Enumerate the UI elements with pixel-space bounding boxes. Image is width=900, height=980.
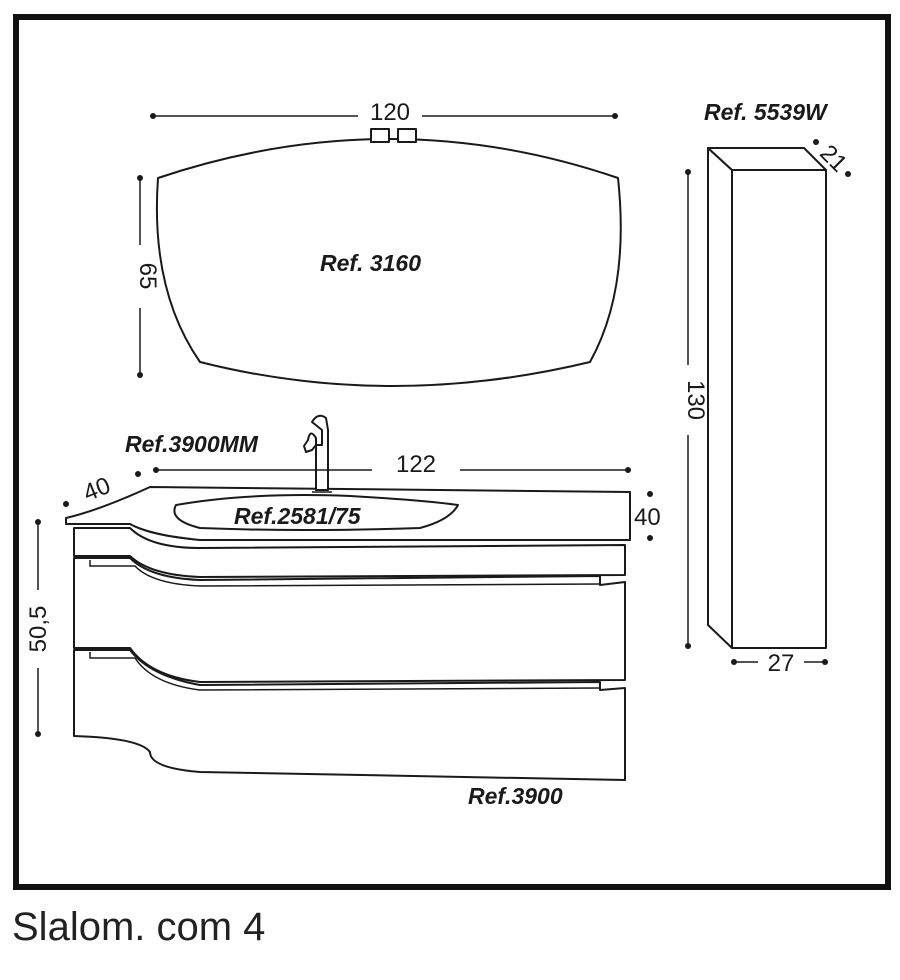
column-depth-end-top	[813, 139, 819, 145]
cabinet-ref-label: Ref.3900	[468, 783, 563, 809]
mirror-width-end-left	[150, 113, 156, 119]
top-thickness-end-top	[647, 491, 653, 497]
vanity-width-end-left	[153, 467, 159, 473]
drawer-middle-handle	[89, 560, 601, 587]
mirror-height-end-top	[137, 175, 143, 181]
column-width-end-left	[731, 659, 737, 665]
mirror-light-left	[370, 128, 390, 143]
mirror-light-right	[397, 128, 417, 143]
column-height-end-bottom	[685, 643, 691, 649]
vanity-depth-end-front	[63, 501, 69, 507]
column-width-label: 27	[768, 650, 795, 677]
vanity-top-ref-label: Ref.3900MM	[125, 431, 259, 457]
column-top	[707, 147, 827, 171]
tall-column: Ref. 5539W 21 130 27	[682, 99, 852, 677]
mirror-height-end-bottom	[137, 372, 143, 378]
top-thickness-label: 40	[634, 504, 661, 531]
column-side	[707, 147, 733, 649]
diagram-caption: Slalom. com 4	[12, 905, 266, 949]
mirror-width-end-right	[612, 113, 618, 119]
vanity-unit: Ref.2581/75 Ref.3900MM Ref.3900 122 40 4…	[25, 414, 661, 809]
vanity-height-end-top	[35, 519, 41, 525]
column-ref-label: Ref. 5539W	[704, 99, 829, 125]
drawer-middle	[73, 557, 626, 683]
vanity-height-end-bottom	[35, 731, 41, 737]
vanity-width-end-right	[625, 467, 631, 473]
basin-outline	[173, 494, 459, 531]
vanity-depth-label: 40	[80, 472, 115, 507]
vanity-height-label: 50,5	[25, 606, 52, 653]
diagram-frame	[13, 14, 891, 890]
mirror: Ref. 3160 120 65	[134, 99, 622, 387]
column-height-label: 130	[682, 380, 709, 420]
column-height-end-top	[685, 169, 691, 175]
vanity-width-label: 122	[396, 451, 436, 478]
mirror-ref-label: Ref. 3160	[320, 250, 421, 276]
mirror-height-label: 65	[134, 263, 161, 290]
mirror-width-label: 120	[370, 99, 410, 126]
basin-ref-label: Ref.2581/75	[234, 503, 362, 529]
countertop-front-edge	[66, 523, 201, 541]
drawer-bottom	[73, 649, 626, 781]
drawer-bottom-handle	[89, 652, 601, 691]
vanity-depth-end-back	[135, 471, 141, 477]
column-width-end-right	[822, 659, 828, 665]
drawer-top-band	[73, 527, 626, 578]
column-front	[731, 169, 827, 649]
top-thickness-end-bottom	[647, 535, 653, 541]
faucet-icon	[303, 414, 329, 491]
column-depth-end-bottom	[845, 171, 851, 177]
